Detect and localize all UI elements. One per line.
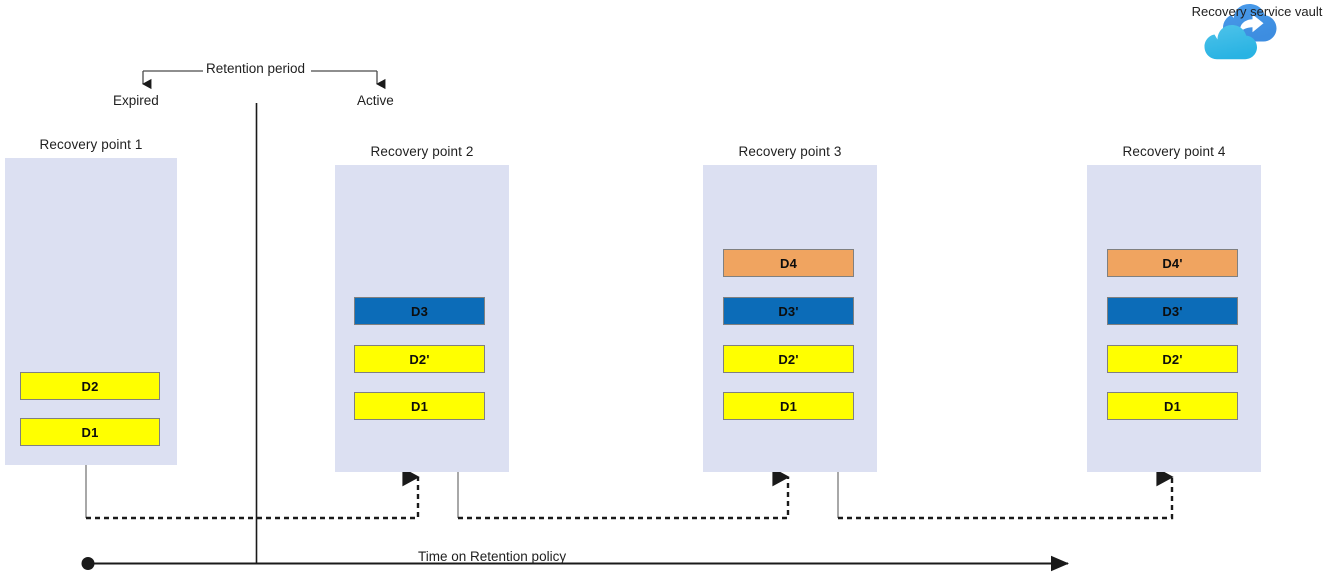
vault-block: Recovery service vault — [1184, 2, 1330, 19]
data-bar-rp1-0: D2 — [20, 372, 160, 400]
time-axis-label: Time on Retention policy — [418, 549, 567, 564]
data-bar-rp4-1: D3' — [1107, 297, 1238, 325]
data-bar-rp3-3: D1 — [723, 392, 854, 420]
data-bar-rp1-1: D1 — [20, 418, 160, 446]
data-bar-rp3-1: D3' — [723, 297, 854, 325]
connector-rp1-rp2 — [85, 465, 420, 520]
data-bar-rp3-0: D4 — [723, 249, 854, 277]
retention-period-label: Retention period — [203, 61, 309, 76]
recovery-point-4-title: Recovery point 4 — [1122, 144, 1226, 159]
connector-rp2-rp3 — [457, 467, 790, 520]
recovery-point-1-panel — [5, 158, 177, 465]
active-label: Active — [357, 93, 394, 108]
data-bar-rp4-3: D1 — [1107, 392, 1238, 420]
data-bar-rp4-0: D4' — [1107, 249, 1238, 277]
data-bar-rp2-1: D2' — [354, 345, 485, 373]
data-bar-rp4-2: D2' — [1107, 345, 1238, 373]
axis-start-dot — [81, 557, 95, 570]
data-bar-rp2-2: D1 — [354, 392, 485, 420]
expired-label: Expired — [113, 93, 159, 108]
vault-label: Recovery service vault — [1191, 4, 1323, 19]
data-bar-rp2-0: D3 — [354, 297, 485, 325]
connector-rp3-rp4 — [837, 467, 1174, 520]
data-bar-rp3-2: D2' — [723, 345, 854, 373]
recovery-point-2-title: Recovery point 2 — [370, 144, 474, 159]
recovery-point-3-title: Recovery point 3 — [738, 144, 842, 159]
retention-bracket — [142, 70, 386, 90]
cloud-share-icon — [1204, 4, 1277, 60]
recovery-point-1-title: Recovery point 1 — [39, 137, 143, 152]
time-axis — [81, 555, 1069, 572]
